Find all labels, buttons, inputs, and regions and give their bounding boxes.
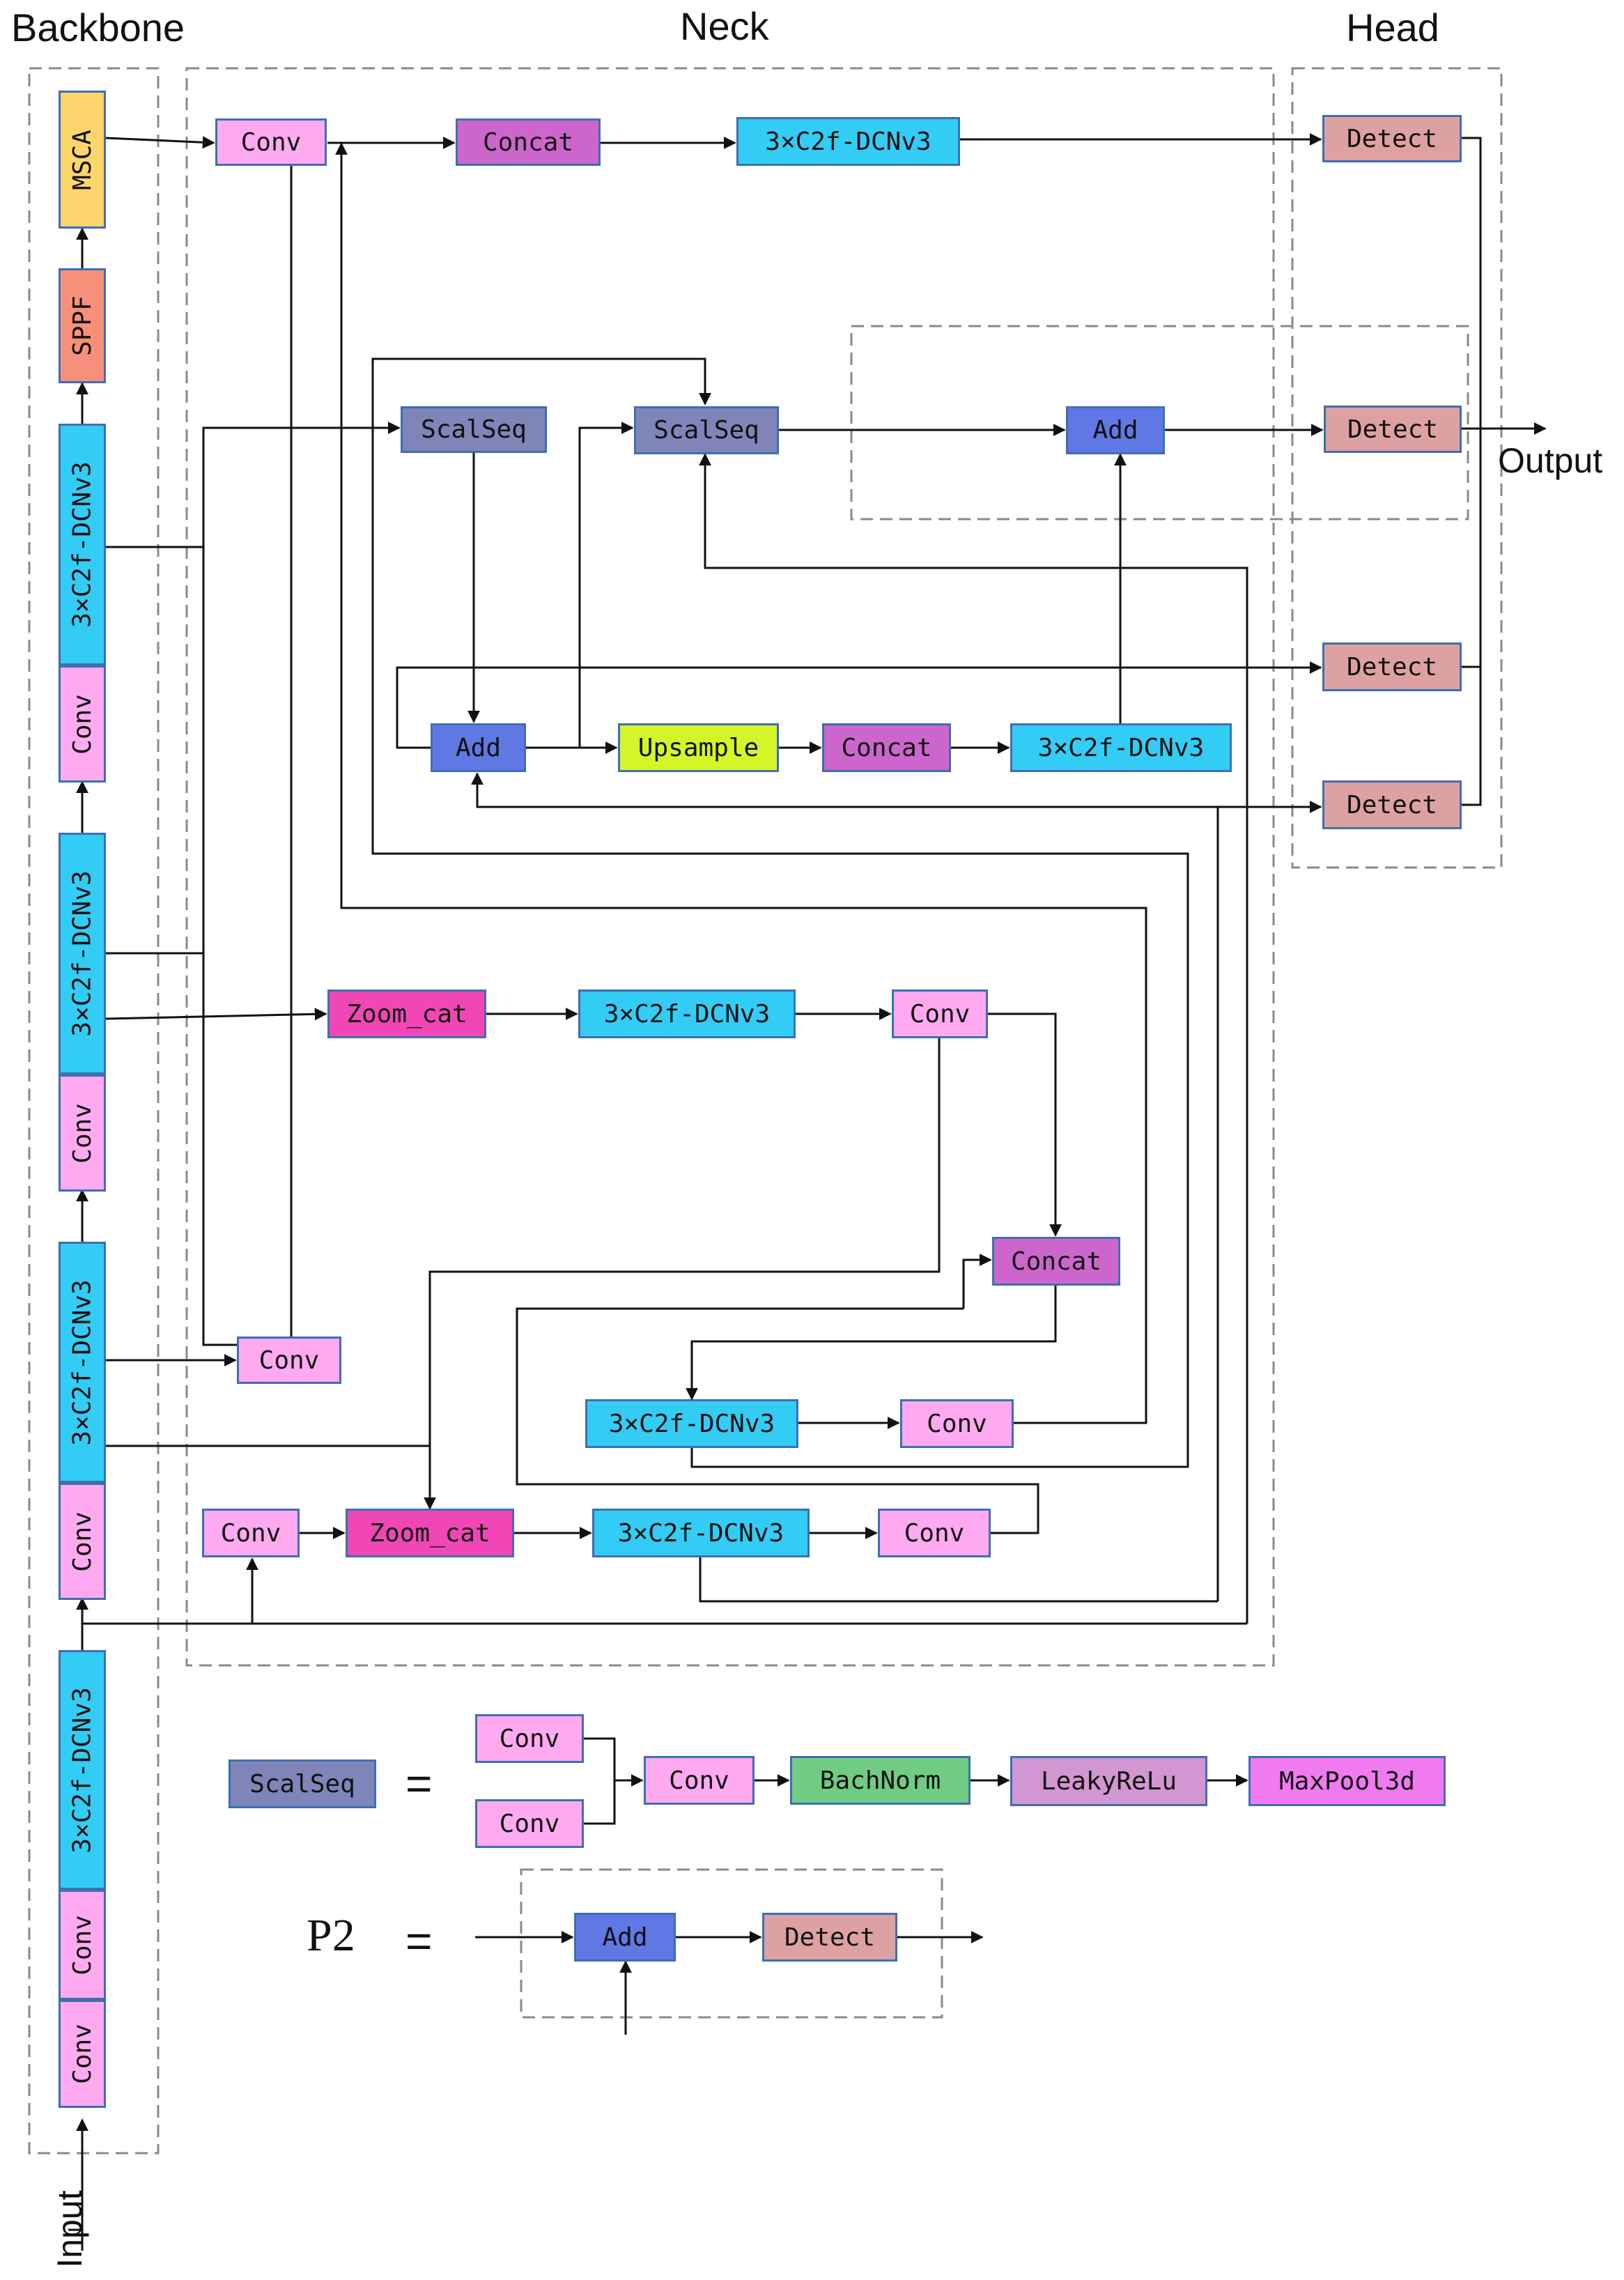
backbone-c2f-4: 3×C2f-DCNv3 [59, 424, 106, 665]
head-title: Head [1346, 6, 1439, 49]
neck-zoomcat-2: Zoom_cat [346, 1509, 514, 1557]
legend-conv-c: Conv [644, 1756, 755, 1805]
neck-c2f-top: 3×C2f-DCNv3 [736, 117, 960, 166]
neck-c2f-z1: 3×C2f-DCNv3 [578, 989, 796, 1038]
neck-conv-top: Conv [215, 118, 327, 166]
neck-concat-low: Concat [992, 1237, 1120, 1286]
neck-c2f-bottom: 3×C2f-DCNv3 [592, 1509, 810, 1557]
backbone-msca: MSCA [59, 91, 106, 229]
backbone-sppf: SPPF [59, 268, 106, 383]
neck-add-right: Add [1066, 406, 1165, 454]
neck-conv-low: Conv [900, 1399, 1014, 1448]
backbone-title: Backbone [11, 6, 185, 49]
backbone-conv-5: Conv [59, 665, 106, 783]
backbone-conv-1: Conv [59, 2000, 106, 2108]
backbone-c2f-2: 3×C2f-DCNv3 [59, 1242, 106, 1483]
neck-scalseq-1: ScalSeq [401, 406, 547, 453]
neck-conv-bottom-right: Conv [878, 1509, 991, 1557]
neck-concat-mid: Concat [822, 723, 951, 772]
neck-zoomcat-1: Zoom_cat [327, 989, 486, 1038]
legend-leakyrelu: LeakyReLu [1010, 1756, 1207, 1806]
legend-conv-b: Conv [475, 1799, 584, 1848]
backbone-conv-4: Conv [59, 1074, 106, 1192]
section-frames [28, 67, 1503, 2155]
legend-p2-name: P2 [307, 1910, 355, 1961]
head-detect-3: Detect [1322, 642, 1462, 691]
neck-conv-z1: Conv [892, 989, 988, 1038]
output-label: Output [1498, 441, 1603, 480]
head-detect-4: Detect [1322, 780, 1462, 829]
backbone-conv-2: Conv [59, 1890, 106, 2000]
neck-conv-small: Conv [237, 1337, 341, 1384]
legend-bachnorm: BachNorm [790, 1756, 970, 1805]
neck-add-mid: Add [431, 723, 526, 772]
backbone-conv-3: Conv [59, 1483, 106, 1600]
legend-maxpool3d: MaxPool3d [1248, 1756, 1446, 1806]
legend-conv-a: Conv [475, 1714, 584, 1763]
legend-p2-add: Add [574, 1913, 676, 1962]
legend-p2-equals: = [405, 1915, 433, 1966]
neck-c2f-low: 3×C2f-DCNv3 [585, 1399, 798, 1448]
backbone-c2f-1: 3×C2f-DCNv3 [59, 1650, 106, 1890]
legend-scalseq-name: ScalSeq [229, 1759, 376, 1808]
neck-concat-top: Concat [456, 118, 601, 166]
neck-upsample: Upsample [618, 723, 779, 772]
head-detect-1: Detect [1322, 115, 1462, 162]
neck-scalseq-2: ScalSeq [634, 406, 779, 454]
legend-scalseq-equals: = [405, 1757, 433, 1809]
neck-conv-bottom-left: Conv [202, 1509, 300, 1557]
backbone-c2f-3: 3×C2f-DCNv3 [59, 833, 106, 1074]
input-label: Input [50, 2190, 89, 2268]
legend-p2-detect: Detect [762, 1913, 897, 1962]
head-detect-2: Detect [1324, 406, 1462, 453]
neck-title: Neck [680, 4, 769, 48]
neck-c2f-mid: 3×C2f-DCNv3 [1010, 723, 1232, 772]
